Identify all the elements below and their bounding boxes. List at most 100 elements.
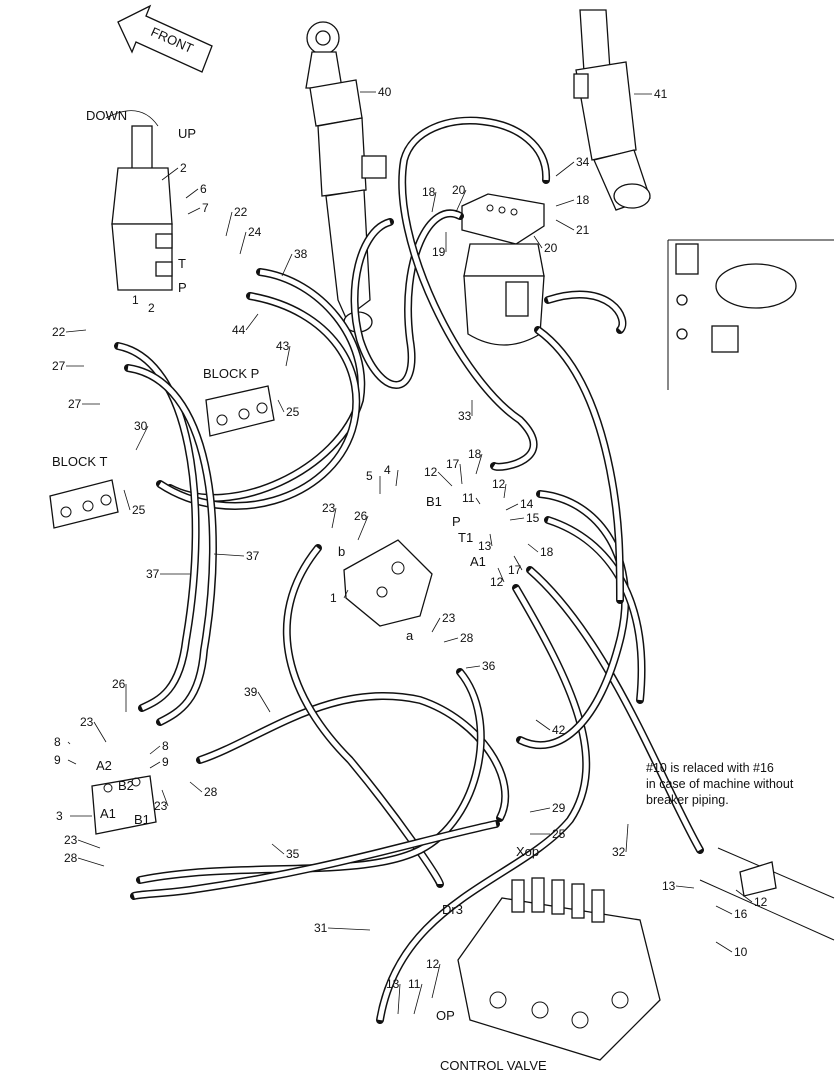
callout-leader-c13c (397, 983, 401, 1015)
callout-leader-c15 (509, 517, 525, 521)
callout-c18d: 18 (540, 545, 554, 559)
cylinder-40 (305, 21, 387, 333)
callout-c30: 30 (134, 419, 148, 433)
callout-c19: 19 (432, 245, 446, 259)
callout-leader-c22b (65, 329, 87, 333)
callout-leader-c44 (245, 313, 259, 331)
cylinder-41 (573, 9, 651, 211)
callout-c23b: 23 (442, 611, 456, 625)
callout-c38: 38 (294, 247, 308, 261)
callout-c20a: 20 (452, 183, 466, 197)
callout-c12d: 12 (754, 895, 768, 909)
callout-c18b: 18 (576, 193, 590, 207)
callout-c43: 43 (276, 339, 290, 353)
port-b1: B1 (134, 812, 150, 827)
callout-c23e: 23 (64, 833, 78, 847)
callout-leader-c17b (513, 555, 523, 571)
callout-c42: 42 (552, 723, 566, 737)
callout-c28a: 28 (460, 631, 474, 645)
callout-c10: 10 (734, 945, 748, 959)
callout-c25b: 25 (132, 503, 146, 517)
callout-leader-c25b (123, 489, 131, 511)
callout-c23d: 23 (154, 799, 168, 813)
callout-leader-c18c (475, 453, 483, 475)
callout-c16: 16 (734, 907, 748, 921)
callout-c9b: 9 (162, 755, 169, 769)
pedal-port-2: 2 (148, 301, 155, 315)
callout-c23a: 23 (322, 501, 336, 515)
callout-leader-c23c (93, 721, 107, 743)
block-p-label: BLOCK P (203, 366, 259, 381)
callout-leader-c2 (161, 167, 179, 181)
block-p (205, 385, 275, 437)
callout-c27a: 27 (52, 359, 66, 373)
callout-leader-c37a (213, 553, 245, 557)
callout-leader-c7 (187, 207, 201, 215)
callout-leader-c12e (431, 963, 441, 999)
callout-leader-c18a (431, 191, 437, 213)
callout-c40: 40 (378, 85, 392, 99)
callout-c34: 34 (576, 155, 590, 169)
callout-c36: 36 (482, 659, 496, 673)
callout-leader-c29 (529, 807, 551, 813)
callout-leader-c25a (277, 399, 285, 413)
callout-leader-c28b (189, 781, 203, 793)
port-xop: Xop (516, 844, 539, 859)
callout-leader-c42 (535, 719, 551, 731)
control-valve-label: CONTROL VALVE (440, 1058, 547, 1073)
shuttle-port-a: a (406, 628, 414, 643)
port-op: OP (436, 1008, 455, 1023)
callout-c4: 4 (384, 463, 391, 477)
callout-c25c: 25 (552, 827, 566, 841)
callout-leader-c32 (625, 823, 629, 853)
callout-leader-c14 (505, 503, 519, 511)
callout-c12c: 12 (490, 575, 504, 589)
callout-leader-c18d (527, 543, 539, 553)
callout-c22b: 22 (52, 325, 66, 339)
pedal-port-1: 1 (132, 293, 139, 307)
callout-leader-c39 (257, 691, 271, 713)
callout-leader-c12d (735, 889, 753, 903)
pedal-down-label: DOWN (86, 108, 127, 123)
callout-leader-c26a (357, 515, 369, 541)
callout-c31: 31 (314, 921, 328, 935)
callout-leader-c13a (489, 533, 493, 547)
callout-c3: 3 (56, 809, 63, 823)
callout-leader-c36 (465, 665, 481, 669)
valve-port-b1: B1 (426, 494, 442, 509)
block-t (49, 479, 119, 529)
valve-port-p: P (452, 514, 461, 529)
port-b2: B2 (118, 778, 134, 793)
callout-leader-c9b (149, 761, 161, 769)
callout-leader-c10 (715, 941, 733, 953)
callout-c25a: 25 (286, 405, 300, 419)
callout-c39: 39 (244, 685, 258, 699)
note-line-1: #10 is relaced with #16 (646, 761, 774, 775)
callout-c11: 11 (462, 491, 475, 505)
callout-leader-c28a (443, 637, 459, 643)
callout-c13c: 13 (386, 977, 400, 991)
port-a1: A1 (100, 806, 116, 821)
port-dr3: Dr3 (442, 902, 463, 917)
callout-c1: 1 (330, 591, 337, 605)
front-arrow-icon: FRONT (117, 4, 213, 73)
pedal-up-label: UP (178, 126, 196, 141)
callout-c7: 7 (202, 201, 209, 215)
callout-c13b: 13 (662, 879, 676, 893)
callout-c12a: 12 (424, 465, 438, 479)
callout-c28c: 28 (64, 851, 78, 865)
callout-leader-c22a (225, 211, 233, 237)
callout-leader-c23d (161, 789, 169, 807)
callout-leader-c4 (395, 469, 399, 487)
callout-leader-c23a (331, 507, 337, 529)
hydraulic-tank (667, 239, 834, 390)
callout-leader-c11 (475, 497, 481, 505)
breaker-pipe (699, 847, 835, 941)
callout-c12e: 12 (426, 957, 440, 971)
callout-c12b: 12 (492, 477, 506, 491)
callout-c26b: 26 (112, 677, 126, 691)
callout-c35: 35 (286, 847, 300, 861)
port-a2: A2 (96, 758, 112, 773)
